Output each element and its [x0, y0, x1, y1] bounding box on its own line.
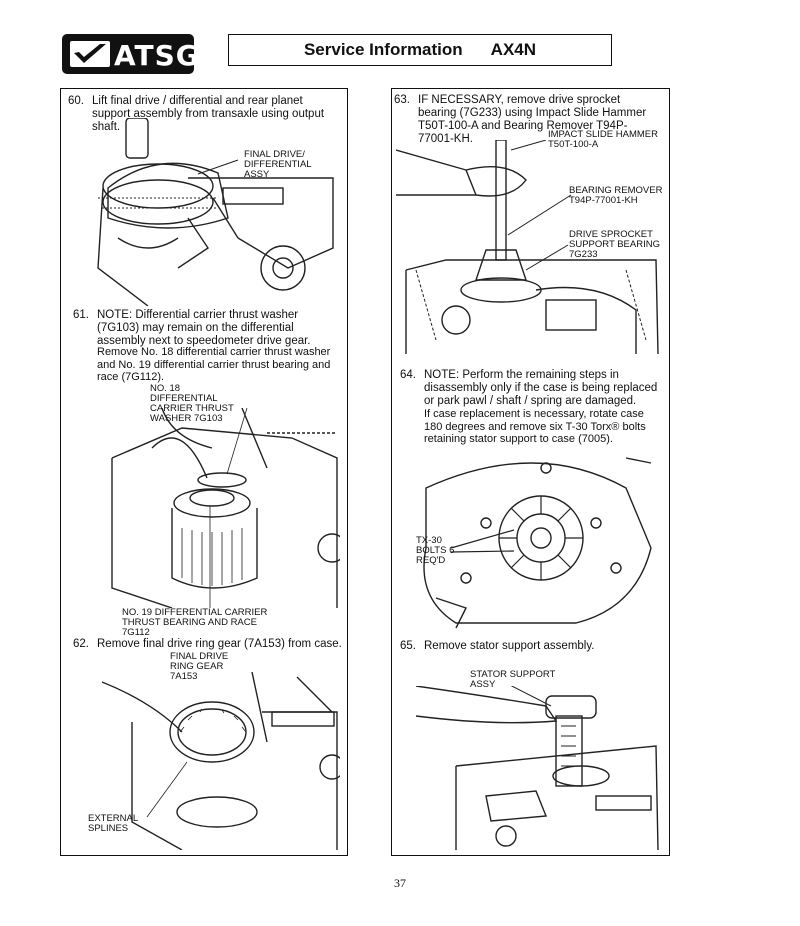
checkmark-icon: [70, 41, 110, 67]
right-panel: [391, 88, 670, 856]
step-63: 63. IF NECESSARY, remove drive sprocket …: [394, 94, 658, 146]
step-64: 64. NOTE: Perform the remaining steps in…: [400, 369, 660, 408]
callout-stator-support: STATOR SUPPORT ASSY: [470, 669, 556, 690]
title-label: Service Information: [303, 40, 463, 59]
page-number: 37: [394, 876, 406, 890]
callout-no19-bearing: NO. 19 DIFFERENTIAL CARRIER THRUST BEARI…: [122, 607, 268, 638]
step-number: 65.: [400, 640, 416, 652]
step-text: IF NECESSARY, remove drive sprocket bear…: [418, 94, 647, 145]
step-text: Lift final drive / differential and rear…: [92, 95, 325, 133]
logo-text: ATSG: [114, 39, 200, 72]
step-61-paragraph: Remove No. 18 differential carrier thrus…: [97, 346, 331, 383]
step-number: 63.: [394, 94, 410, 106]
slide-hammer-illustration: [396, 140, 659, 354]
thrust-washer-illustration: [111, 408, 340, 608]
final-drive-illustration: [97, 118, 334, 306]
atsg-logo: ATSG: [62, 34, 199, 74]
step-61: 61. NOTE: Differential carrier thrust wa…: [73, 309, 343, 348]
step-62: 62. Remove final drive ring gear (7A153)…: [73, 638, 343, 651]
title-box: Service Information AX4N: [228, 34, 612, 66]
callout-slide-hammer: IMPACT SLIDE HAMMER T50T-100-A: [548, 129, 658, 150]
page-title: Service Information AX4N: [229, 40, 611, 60]
step-number: 62.: [73, 638, 89, 650]
step-number: 61.: [73, 309, 89, 321]
model-label: AX4N: [490, 40, 537, 59]
step-64-paragraph: If case replacement is necessary, rotate…: [424, 408, 646, 445]
stator-bolts-illustration: [423, 457, 652, 629]
step-number: 60.: [68, 95, 84, 107]
callout-ring-gear: FINAL DRIVE RING GEAR 7A153: [170, 651, 229, 682]
step-65: 65. Remove stator support assembly.: [400, 640, 660, 653]
step-text: NOTE: Perform the remaining steps in dis…: [424, 369, 658, 407]
step-text: Remove stator support assembly.: [424, 640, 595, 652]
callout-tx30-bolts: TX-30 BOLTS 6 REQ'D: [416, 535, 455, 566]
left-panel: [60, 88, 348, 856]
step-text: NOTE: Differential carrier thrust washer…: [97, 309, 311, 347]
callout-bearing-remover: BEARING REMOVER T94P-77001-KH: [569, 185, 663, 206]
step-60: 60. Lift final drive / differential and …: [68, 95, 340, 134]
ring-gear-illustration: [101, 672, 340, 850]
callout-sprocket-bearing: DRIVE SPROCKET SUPPORT BEARING 7G233: [569, 229, 660, 260]
stator-support-illustration: [415, 686, 659, 850]
step-text: Remove final drive ring gear (7A153) fro…: [97, 638, 342, 650]
callout-final-drive-assy: FINAL DRIVE/ DIFFERENTIAL ASSY: [244, 149, 312, 180]
step-number: 64.: [400, 369, 416, 381]
callout-no18-washer: NO. 18 DIFFERENTIAL CARRIER THRUST WASHE…: [150, 383, 234, 424]
callout-external-splines: EXTERNAL SPLINES: [88, 813, 138, 834]
